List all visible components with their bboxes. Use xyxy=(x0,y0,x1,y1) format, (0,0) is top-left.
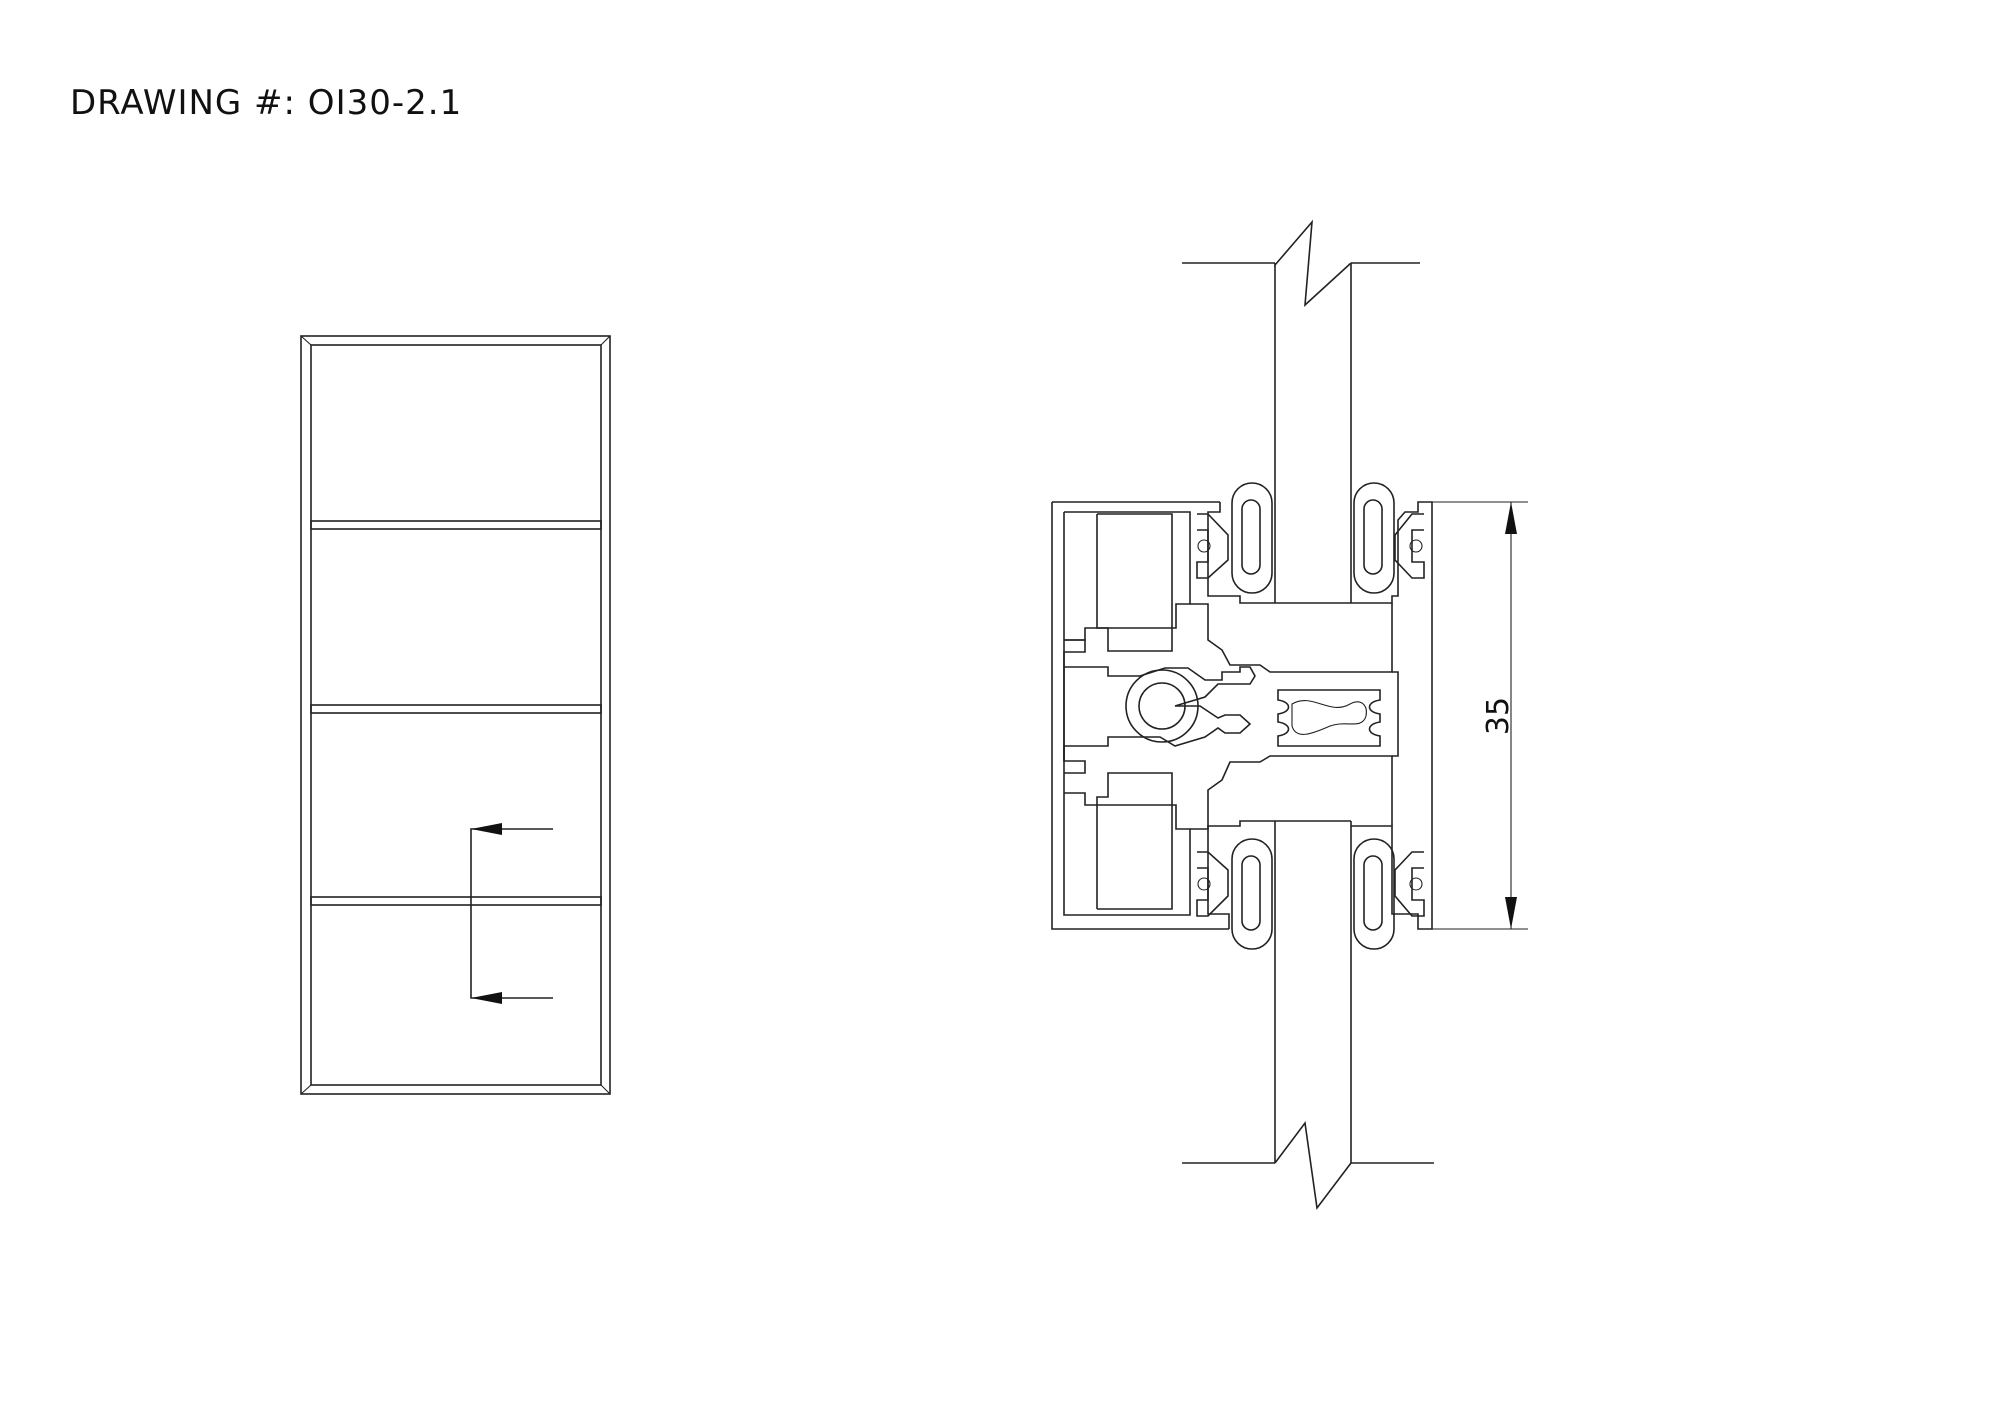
gasket-upper-left xyxy=(1196,482,1273,594)
section-arrow-top xyxy=(471,823,502,835)
elevation-transom-3 xyxy=(310,896,602,906)
glass-pane-upper xyxy=(1182,219,1420,603)
elevation-view xyxy=(300,335,611,1095)
elevation-transom-2 xyxy=(310,704,602,714)
elevation-outer-frame xyxy=(300,335,611,1095)
dimension-label: 35 xyxy=(1481,697,1516,735)
gasket-upper-right xyxy=(1353,482,1425,594)
section-arrow-bottom xyxy=(471,992,502,1004)
dimension-35: 35 xyxy=(1432,501,1528,930)
dimension-arrow-top xyxy=(1505,502,1517,534)
section-detail: 35 xyxy=(1051,219,1528,1211)
gasket-lower-left xyxy=(1196,838,1273,950)
mullion-profile xyxy=(1051,501,1433,930)
section-cut-marker xyxy=(470,823,553,1004)
drawing-title: DRAWING #: OI30-2.1 xyxy=(70,83,463,123)
elevation-transom-1 xyxy=(310,520,602,530)
dimension-arrow-bottom xyxy=(1505,897,1517,929)
gasket-lower-right xyxy=(1353,838,1425,950)
elevation-inner-frame xyxy=(310,344,602,1086)
glass-pane-lower xyxy=(1182,821,1434,1211)
thermal-break-insert xyxy=(1277,689,1381,747)
screw-boss xyxy=(1138,682,1186,730)
